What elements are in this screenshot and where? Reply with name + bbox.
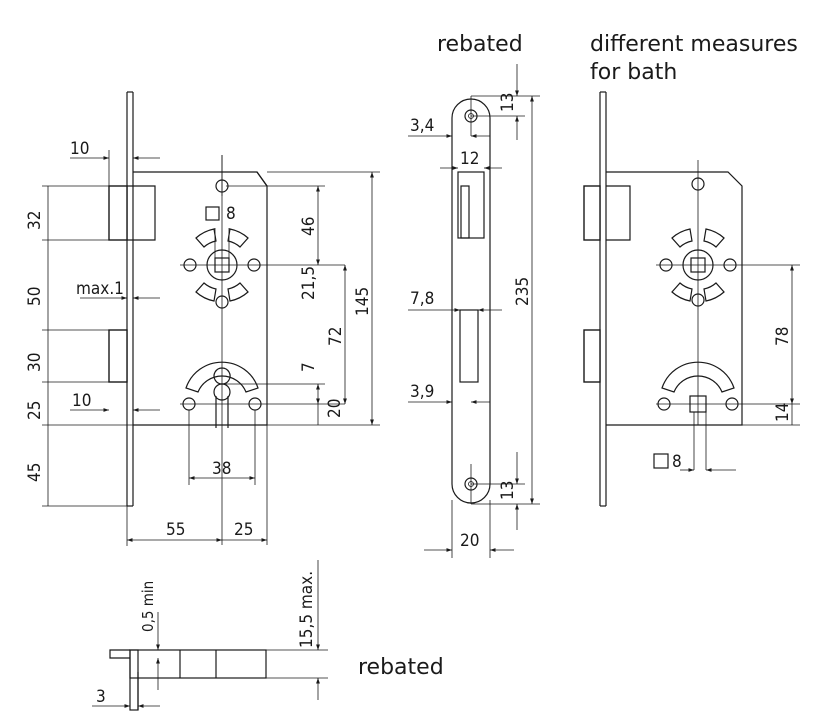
dim-25-bottom: 25 — [234, 520, 253, 540]
dim-145: 145 — [353, 287, 373, 316]
dim-25-left: 25 — [25, 401, 45, 420]
dim-15-5-max: 15,5 max. — [297, 571, 317, 648]
dim-square-8-bath: 8 — [672, 452, 682, 472]
dim-7: 7 — [299, 362, 319, 372]
dim-20-front: 20 — [460, 531, 479, 551]
dim-10-bottom: 10 — [72, 391, 91, 411]
dim-10-top: 10 — [70, 139, 89, 159]
dim-3: 3 — [96, 687, 106, 707]
dim-72: 72 — [326, 327, 346, 346]
dim-21-5: 21,5 — [299, 266, 319, 300]
bath-lock-view — [583, 91, 800, 507]
dim-13-bottom: 13 — [498, 481, 518, 500]
dim-235: 235 — [513, 277, 533, 306]
dim-3-9: 3,9 — [410, 382, 434, 402]
caption-bath-line2: for bath — [590, 60, 677, 85]
dim-12: 12 — [460, 149, 479, 169]
dim-55: 55 — [166, 520, 185, 540]
dim-7-8: 7,8 — [410, 289, 434, 309]
keyhole — [180, 361, 345, 428]
dim-45: 45 — [25, 463, 45, 482]
dim-50: 50 — [25, 287, 45, 306]
main-lock-view — [42, 91, 380, 546]
caption-bath-line1: different measures — [590, 32, 798, 57]
front-plate-view — [408, 64, 540, 558]
dim-32: 32 — [25, 211, 45, 230]
dim-30: 30 — [25, 353, 45, 372]
dim-20-right: 20 — [325, 399, 345, 418]
dim-14: 14 — [773, 403, 793, 422]
caption-rebated-bottom: rebated — [358, 655, 444, 680]
dim-square-8: 8 — [226, 204, 236, 224]
rebated-side-section — [92, 560, 328, 711]
caption-rebated-top: rebated — [437, 32, 523, 57]
dim-3-4: 3,4 — [410, 116, 434, 136]
dim-13-top: 13 — [498, 93, 518, 112]
dim-78: 78 — [773, 327, 793, 346]
dim-38: 38 — [212, 459, 231, 479]
dim-max-1: max.1 — [76, 279, 124, 299]
dim-0-5-min: 0,5 min — [139, 581, 157, 632]
dim-46: 46 — [299, 217, 319, 236]
follower — [180, 228, 345, 309]
